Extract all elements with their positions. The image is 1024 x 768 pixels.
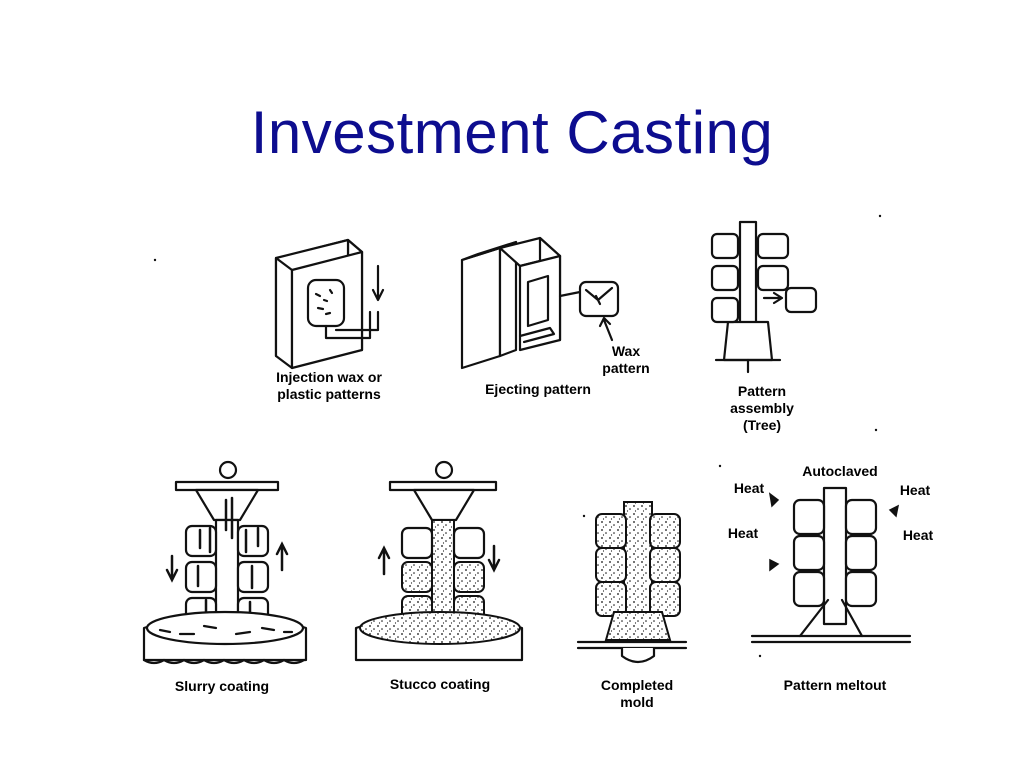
stucco-coating-illustration [354, 460, 524, 662]
step-label-stucco: Stucco coating [389, 676, 491, 692]
step-label-pattern-meltout: Pattern meltout [783, 677, 887, 693]
scan-specks [153, 214, 882, 658]
meltout-heat-label-top-left: Heat [733, 480, 765, 496]
ejecting-pattern-illustration [460, 236, 620, 370]
slide-title: Investment Casting [250, 99, 774, 166]
pattern-tree-illustration [710, 220, 818, 374]
injection-die-illustration [274, 238, 385, 370]
step-label-injection: Injection wax or plastic patterns [276, 369, 382, 402]
meltout-heat-label-bottom-left: Heat [727, 525, 759, 541]
step-label-pattern-assembly: Pattern assembly (Tree) [730, 383, 794, 433]
pattern-meltout-illustration [750, 486, 912, 644]
completed-mold-illustration [576, 501, 688, 664]
meltout-autoclaved-label: Autoclaved [802, 463, 878, 479]
step-label-slurry: Slurry coating [174, 678, 270, 694]
step-label-ejecting: Ejecting pattern [485, 381, 591, 397]
step-label-completed-mold: Completed mold [600, 677, 674, 710]
meltout-heat-label-bottom-right: Heat [902, 527, 934, 543]
step-label-wax-pattern: Wax pattern [602, 343, 650, 376]
slurry-coating-illustration [142, 460, 308, 665]
meltout-heat-label-top-right: Heat [899, 482, 931, 498]
wax-pattern-pointer-arrow [598, 316, 614, 342]
